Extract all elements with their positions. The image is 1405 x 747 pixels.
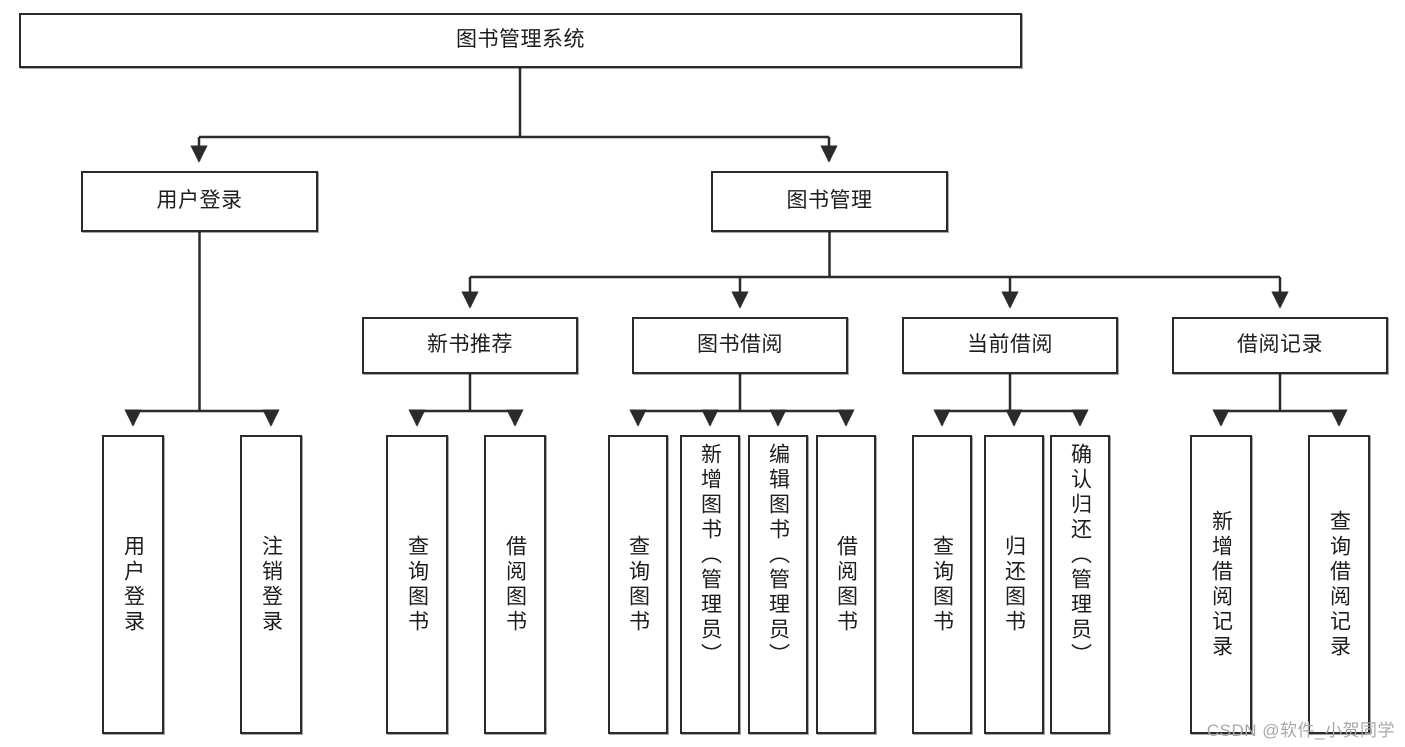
- node-book-manage[interactable]: 图书管理: [711, 171, 948, 232]
- node-leaf-confirm-return[interactable]: 确认归还（管理员）: [1050, 435, 1110, 734]
- node-leaf-return-book-label: 归还图书: [1002, 534, 1026, 635]
- node-new-book-recommend[interactable]: 新书推荐: [362, 317, 578, 374]
- node-user-login[interactable]: 用户登录: [81, 171, 318, 232]
- node-current-borrow[interactable]: 当前借阅: [902, 317, 1118, 374]
- node-leaf-borrow-book-1[interactable]: 借阅图书: [484, 435, 546, 734]
- node-current-borrow-label: 当前借阅: [967, 333, 1053, 357]
- node-root[interactable]: 图书管理系统: [19, 13, 1022, 68]
- node-leaf-add-record-label: 新增借阅记录: [1209, 509, 1233, 660]
- node-leaf-confirm-return-label: 确认归还（管理员）: [1068, 443, 1092, 668]
- node-leaf-borrow-book-1-label: 借阅图书: [503, 534, 527, 635]
- node-leaf-user-login-label: 用户登录: [121, 534, 145, 635]
- node-borrow-record[interactable]: 借阅记录: [1172, 317, 1388, 374]
- watermark: CSDN @软件_小贺同学: [1206, 721, 1395, 740]
- node-book-manage-label: 图书管理: [786, 189, 873, 213]
- node-leaf-query-record[interactable]: 查询借阅记录: [1308, 435, 1370, 734]
- node-leaf-user-login[interactable]: 用户登录: [102, 435, 164, 734]
- node-leaf-edit-book[interactable]: 编辑图书（管理员）: [748, 435, 808, 734]
- node-leaf-edit-book-label: 编辑图书（管理员）: [766, 443, 790, 668]
- node-leaf-add-record[interactable]: 新增借阅记录: [1190, 435, 1252, 734]
- node-leaf-query-record-label: 查询借阅记录: [1327, 509, 1351, 660]
- node-leaf-query-book-1-label: 查询图书: [405, 534, 429, 635]
- node-leaf-borrow-book-2-label: 借阅图书: [834, 534, 858, 635]
- node-leaf-return-book[interactable]: 归还图书: [984, 435, 1044, 734]
- node-leaf-query-book-3-label: 查询图书: [930, 534, 954, 635]
- node-book-borrow[interactable]: 图书借阅: [632, 317, 848, 374]
- node-new-book-recommend-label: 新书推荐: [427, 333, 513, 357]
- node-leaf-query-book-3[interactable]: 查询图书: [912, 435, 972, 734]
- node-book-borrow-label: 图书借阅: [697, 333, 783, 357]
- node-leaf-query-book-2-label: 查询图书: [626, 534, 650, 635]
- node-leaf-logout-login-label: 注销登录: [259, 534, 283, 635]
- node-leaf-query-book-1[interactable]: 查询图书: [386, 435, 448, 734]
- node-leaf-query-book-2[interactable]: 查询图书: [608, 435, 668, 734]
- node-leaf-logout-login[interactable]: 注销登录: [240, 435, 302, 734]
- node-root-label: 图书管理系统: [456, 28, 585, 52]
- node-leaf-borrow-book-2[interactable]: 借阅图书: [816, 435, 876, 734]
- node-leaf-add-book-label: 新增图书（管理员）: [698, 443, 722, 668]
- node-borrow-record-label: 借阅记录: [1237, 333, 1323, 357]
- node-leaf-add-book[interactable]: 新增图书（管理员）: [680, 435, 740, 734]
- node-user-login-label: 用户登录: [156, 189, 243, 213]
